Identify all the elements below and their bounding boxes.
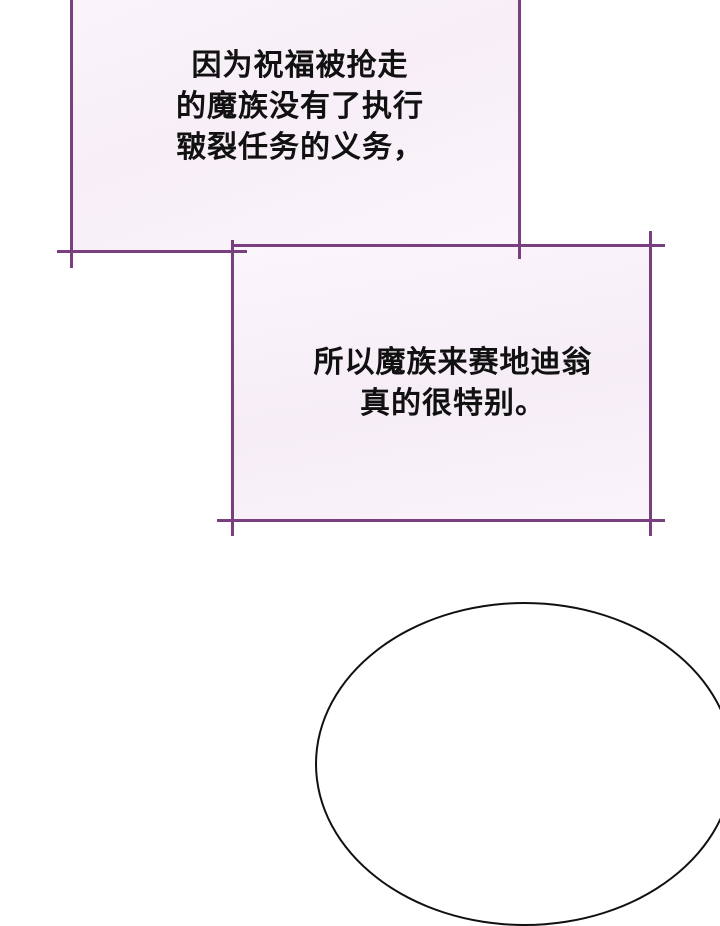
caption-line: 因为祝福被抢走 [191,48,409,83]
corner-tick [217,519,665,522]
corner-tick [70,240,73,268]
corner-tick [57,250,247,253]
speech-bubble [315,602,720,926]
caption-line: 皲裂任务的义务， [176,130,424,165]
caption-line: 真的很特别。 [360,386,546,421]
caption-box-bottom [231,244,652,522]
corner-tick [231,240,234,536]
caption-line: 所以魔族来赛地迪翁 [313,345,593,380]
caption-text-top: 因为祝福被抢走 的魔族没有了执行 皲裂任务的义务， [150,45,450,168]
corner-tick [505,244,665,247]
caption-line: 的魔族没有了执行 [176,89,424,124]
caption-text-bottom: 所以魔族来赛地迪翁 真的很特别。 [288,342,618,424]
corner-tick [649,231,652,536]
caption-box-top [70,0,521,253]
